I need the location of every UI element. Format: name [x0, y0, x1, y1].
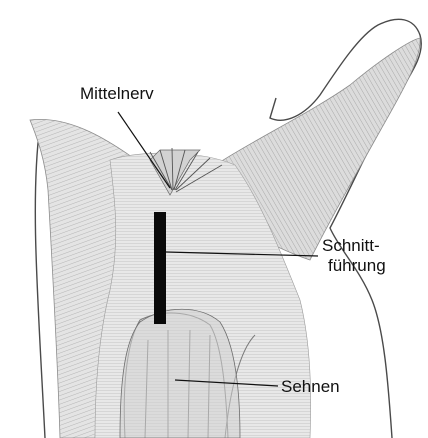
incision-label: Schnitt- führung	[322, 236, 386, 276]
incision-bar	[154, 212, 166, 324]
median-nerve-label: Mittelnerv	[80, 84, 154, 104]
incision-label-line2: führung	[322, 256, 386, 276]
tendons-label: Sehnen	[281, 377, 340, 397]
incision-label-line1: Schnitt-	[322, 236, 386, 256]
tendon-sheath	[120, 309, 240, 438]
